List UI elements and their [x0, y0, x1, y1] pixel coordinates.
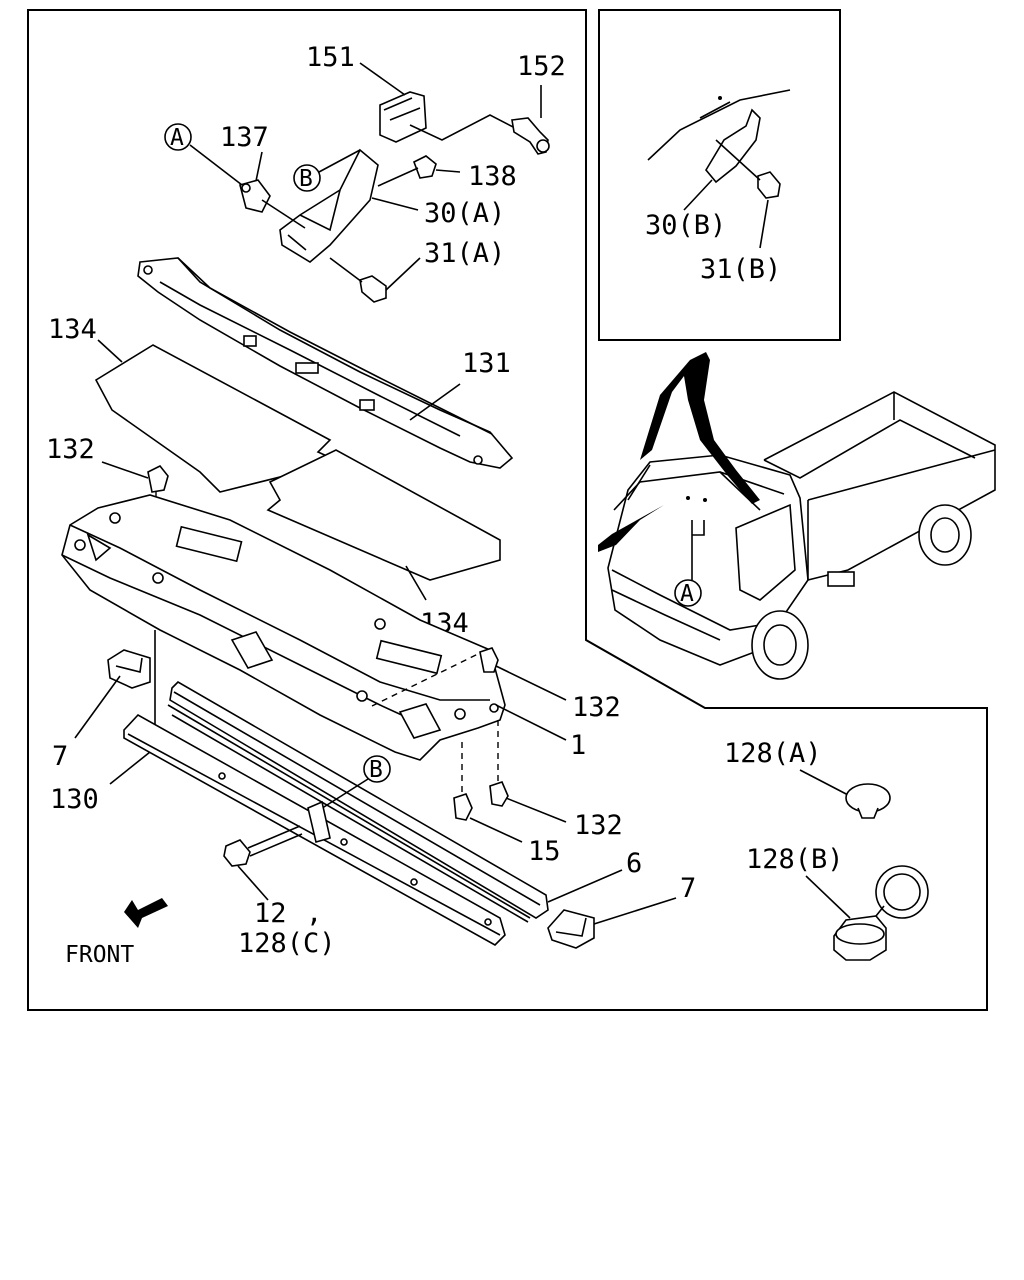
- front-arrow-icon: [124, 898, 168, 928]
- part-134-pads: [94, 344, 501, 581]
- inset-frame: [598, 9, 841, 341]
- part-132-clip-left: [147, 464, 169, 493]
- label-7-right: 7: [680, 873, 696, 904]
- label-30b: 30(B): [645, 210, 726, 241]
- part-132-clip-lower: [489, 781, 509, 807]
- label-comma: ,: [306, 898, 322, 929]
- label-132-lower: 132: [574, 810, 623, 841]
- callout-a-truck: [674, 579, 702, 607]
- part-128a-plug: [845, 783, 891, 819]
- part-12-bolt: [223, 825, 303, 867]
- label-128b: 128(B): [746, 844, 844, 875]
- label-31a: 31(A): [424, 238, 505, 269]
- label-152: 152: [517, 51, 566, 82]
- label-137: 137: [220, 122, 269, 153]
- part-7-right: [547, 909, 595, 949]
- truck-illustration: [598, 352, 996, 680]
- callout-b-top: [293, 164, 321, 192]
- label-132-right: 132: [572, 692, 621, 723]
- part-15-fastener: [453, 793, 473, 821]
- label-138: 138: [468, 161, 517, 192]
- label-128a: 128(A): [724, 738, 822, 769]
- part-132-clip-right: [479, 647, 499, 673]
- part-128b-cap: [833, 865, 929, 961]
- inset-detail: [647, 89, 791, 199]
- label-7-left: 7: [52, 741, 68, 772]
- part-131-panel: [137, 257, 514, 469]
- label-30a: 30(A): [424, 198, 505, 229]
- label-132-upper: 132: [46, 434, 95, 465]
- label-131: 131: [462, 348, 511, 379]
- label-15: 15: [528, 836, 561, 867]
- label-128c: 128(C): [238, 928, 336, 959]
- callout-b-lower-text: B: [369, 757, 383, 783]
- bracket-assembly: [239, 91, 550, 303]
- main-frame: [27, 9, 988, 1011]
- part-1-main-panel: [61, 494, 506, 761]
- label-130: 130: [50, 784, 99, 815]
- label-6: 6: [626, 848, 642, 879]
- label-1: 1: [570, 730, 586, 761]
- part-6-strip: [167, 680, 549, 923]
- label-134-upper: 134: [48, 314, 97, 345]
- callout-a-truck-text: A: [680, 581, 694, 607]
- callout-a-top-text: A: [170, 125, 184, 151]
- front-label: FRONT: [65, 942, 134, 968]
- callout-a-top: [164, 123, 192, 151]
- callout-b-top-text: B: [299, 166, 313, 192]
- label-151: 151: [306, 42, 355, 73]
- label-12: 12: [254, 898, 287, 929]
- callout-b-lower: [363, 755, 391, 783]
- label-31b: 31(B): [700, 254, 781, 285]
